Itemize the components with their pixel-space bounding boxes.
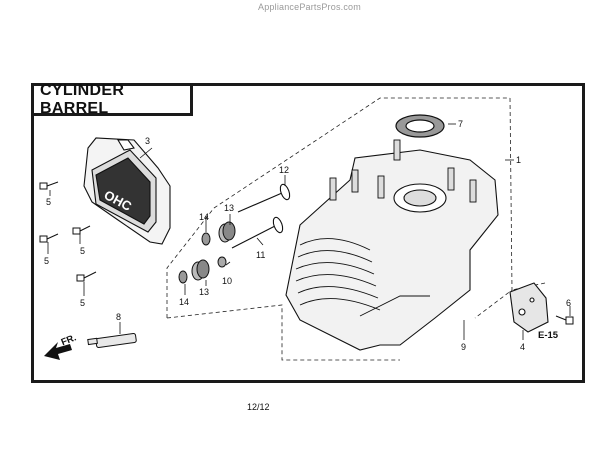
callout-14-lower: 14 [179,297,190,307]
callout-9: 9 [461,342,467,352]
bolt-5-inner [72,225,91,235]
callout-11: 11 [256,250,266,260]
callout-14-upper: 14 [199,212,210,222]
bolt-6 [555,315,574,325]
callout-3: 3 [145,136,151,146]
page-number: 12/12 [247,402,270,412]
cylinder-fins [295,238,430,317]
callout-5-upper: 5 [46,197,52,207]
watermark: AppliancePartsPros.com [258,2,361,12]
reference-e15: E-15 [538,330,559,341]
valve-spring-13-lower [191,259,210,281]
bolt-5-upper [39,181,59,190]
mounting-bosses [329,139,477,203]
callout-7: 7 [458,119,464,129]
callout-12: 12 [279,165,290,175]
valve-12 [237,183,291,213]
callout-13-upper: 13 [224,203,235,213]
callout-1: 1 [516,155,522,165]
bolt-5-middle [39,233,59,243]
cylinder-barrel-body [285,149,499,351]
spark-plug-8 [87,333,137,348]
breather-plate-4 [509,282,549,333]
diagram-frame [31,83,585,383]
oil-seal-7 [395,114,445,138]
callout-5-lower: 5 [80,298,86,308]
valve-spring-13-upper [218,221,236,243]
callout-4: 4 [520,342,526,352]
bolt-5-lower [76,271,97,282]
callout-5-middle: 5 [44,256,50,266]
valve-11 [231,216,284,249]
callout-10: 10 [222,276,233,286]
valve-seal-14-upper [201,232,211,246]
head-cover-part [83,137,171,245]
callout-5-inner: 5 [80,246,86,256]
callout-6: 6 [566,298,572,308]
valve-seal-14-lower [178,270,188,284]
leader-lines [47,123,571,340]
callout-8: 8 [116,312,122,322]
callout-13-lower: 13 [199,287,210,297]
diagram-title: CYLINDER BARREL [40,81,125,117]
title-box: CYLINDER BARREL [31,81,193,117]
front-direction-arrow [44,342,72,360]
retainer-10 [217,256,227,268]
